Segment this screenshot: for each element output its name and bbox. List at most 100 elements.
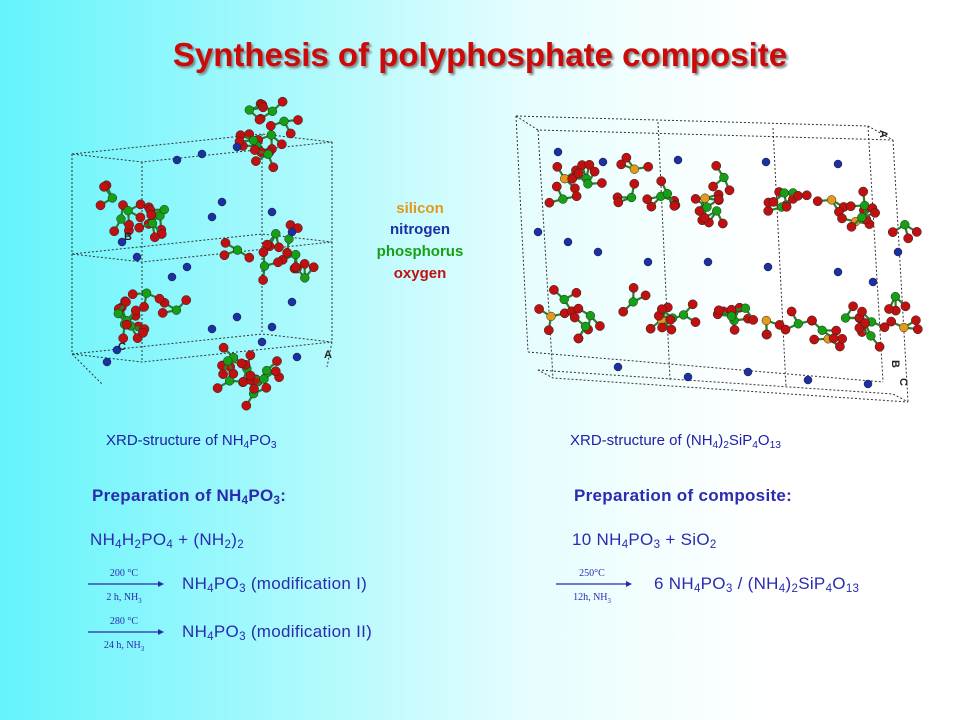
heading-prep-nh4po3: Preparation of NH4PO3:	[92, 486, 287, 507]
oxygen-atom	[845, 201, 856, 212]
nitrogen-atom	[563, 237, 573, 247]
oxygen-atom	[807, 315, 817, 326]
condition-top-step1: 200 °C	[109, 568, 139, 579]
nitrogen-atom	[182, 262, 192, 272]
oxygen-atom	[249, 383, 259, 394]
oxygen-atom	[717, 218, 728, 229]
axis-label-b: B	[124, 231, 132, 243]
crystal-structure-nh4po3: B C A	[71, 96, 333, 411]
oxygen-atom	[573, 303, 584, 314]
oxygen-atom	[244, 252, 255, 263]
phosphorus-atom	[817, 325, 827, 335]
oxygen-atom	[657, 322, 667, 333]
phosphorus-atom	[279, 116, 289, 126]
silicon-atom	[629, 164, 640, 174]
oxygen-atom	[138, 327, 148, 338]
oxygen-atom	[708, 181, 718, 192]
nitrogen-atom	[232, 312, 242, 322]
phosphorus-atom	[232, 245, 243, 255]
axis-label-a: A	[324, 349, 332, 361]
oxygen-atom	[846, 221, 857, 232]
oxygen-atom	[245, 370, 256, 381]
oxygen-atom	[265, 121, 276, 131]
phosphorus-atom	[259, 374, 269, 384]
oxygen-atom	[220, 238, 231, 248]
oxygen-atom	[272, 356, 282, 366]
oxygen-atom	[291, 262, 301, 272]
nitrogen-atom	[533, 227, 543, 237]
oxygen-atom	[273, 257, 283, 268]
oxygen-atom	[768, 197, 779, 207]
oxygen-atom	[713, 305, 724, 316]
oxygen-atom	[212, 383, 223, 393]
nitrogen-atom	[292, 352, 302, 362]
legend-silicon: silicon	[396, 200, 444, 217]
reactants-right: 10 NH4PO3 + SiO2	[572, 530, 717, 551]
silicon-atom	[761, 315, 771, 326]
oxygen-atom	[687, 299, 698, 310]
oxygen-atom	[149, 232, 160, 243]
oxygen-atom	[270, 366, 281, 377]
oxygen-atom	[640, 290, 651, 301]
oxygen-atom	[793, 190, 803, 201]
oxygen-atom	[656, 176, 667, 186]
oxygen-atom	[258, 247, 269, 258]
oxygen-atom	[573, 168, 584, 179]
nitrogen-atom	[863, 379, 873, 389]
oxygen-atom	[748, 315, 759, 325]
phosphorus-atom	[840, 313, 851, 323]
oxygen-atom	[628, 283, 639, 293]
slide-title: Synthesis of polyphosphate composite	[172, 36, 788, 73]
phosphorus-atom	[580, 321, 591, 332]
silicon-atom	[826, 195, 837, 205]
oxygen-atom	[812, 196, 823, 207]
phosphorus-atom	[857, 212, 867, 223]
oxygen-atom	[643, 161, 654, 172]
phosphorus-atom	[626, 192, 637, 203]
phosphorus-atom	[141, 288, 152, 298]
oxygen-atom	[724, 185, 735, 196]
oxygen-atom	[595, 321, 605, 331]
nitrogen-atom	[598, 157, 608, 167]
nitrogen-atom	[132, 252, 142, 262]
oxygen-atom	[218, 369, 228, 379]
phosphorus-atom	[244, 105, 254, 115]
phosphorus-atom	[702, 202, 712, 212]
oxygen-atom	[642, 194, 653, 205]
oxygen-atom	[552, 161, 563, 172]
phosphorus-atom	[678, 310, 689, 320]
oxygen-atom	[285, 128, 296, 139]
oxygen-atom	[249, 145, 260, 155]
caption-right-structure: XRD-structure of (NH4)2SiP4O13	[570, 432, 781, 451]
phosphorus-atom	[116, 214, 126, 224]
oxygen-atom	[645, 323, 656, 334]
oxygen-atom	[781, 201, 792, 212]
condition-top-step2: 280 °C	[109, 616, 139, 627]
oxygen-atom	[134, 222, 145, 233]
nitrogen-atom	[893, 247, 903, 257]
phosphorus-atom	[107, 193, 118, 203]
heading-prep-composite: Preparation of composite:	[574, 486, 793, 505]
oxygen-atom	[858, 186, 869, 197]
oxygen-atom	[828, 333, 839, 344]
oxygen-atom	[274, 242, 284, 253]
oxygen-atom	[218, 342, 229, 353]
phosphorus-atom	[113, 308, 123, 319]
axis-label-c: C	[897, 378, 909, 386]
phosphorus-atom	[300, 273, 310, 283]
phosphorus-atom	[259, 261, 270, 271]
oxygen-atom	[900, 301, 911, 312]
phosphorus-atom	[248, 135, 259, 146]
legend-phosphorus: phosphorus	[376, 243, 464, 260]
nitrogen-atom	[287, 227, 297, 237]
oxygen-atom	[549, 285, 559, 295]
nitrogen-atom	[593, 247, 603, 257]
nitrogen-atom	[553, 147, 563, 157]
oxygen-atom	[236, 358, 247, 369]
oxygen-atom	[99, 181, 109, 192]
oxygen-atom	[621, 152, 632, 163]
phosphorus-atom	[726, 311, 737, 321]
oxygen-atom	[135, 199, 146, 210]
phosphorus-atom	[266, 130, 276, 140]
phosphorus-atom	[779, 188, 789, 198]
